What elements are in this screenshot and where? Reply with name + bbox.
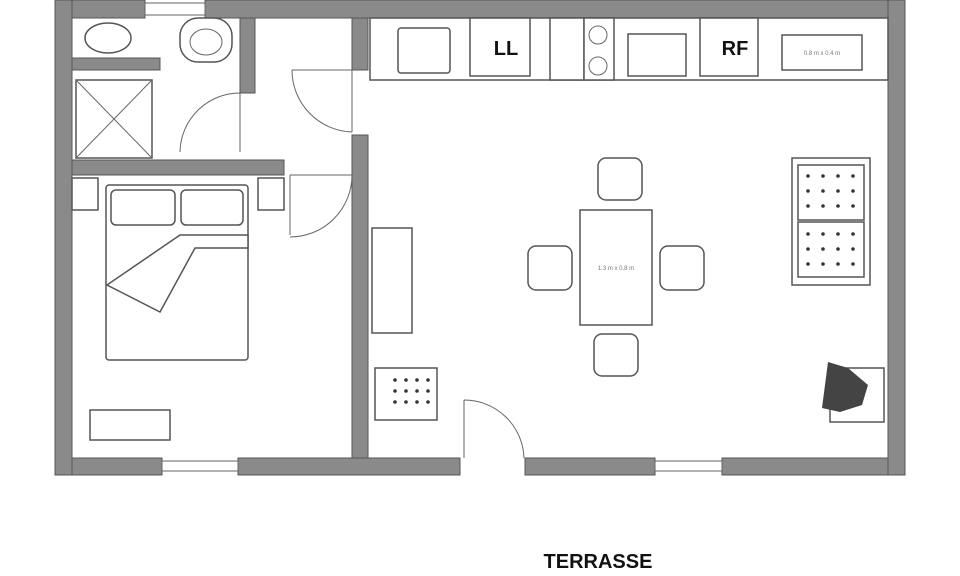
cushion-tuft (836, 174, 840, 178)
pillow (180, 189, 244, 226)
washer-label: LL (494, 38, 518, 60)
washer (469, 17, 531, 77)
cushion-tuft (851, 232, 855, 236)
dining-table (579, 209, 653, 326)
cushion-tuft (404, 400, 408, 404)
sink-icon (397, 27, 451, 74)
cushion-tuft (821, 204, 825, 208)
cushion-tuft (836, 232, 840, 236)
toilet-icon (84, 22, 132, 54)
cushion-tuft (806, 204, 810, 208)
fridge-label: RF (722, 38, 749, 60)
cushion-tuft (806, 232, 810, 236)
cushion-tuft (806, 247, 810, 251)
cushion-tuft (836, 262, 840, 266)
armchair (374, 367, 438, 421)
cushion-tuft (851, 174, 855, 178)
chair (593, 333, 639, 377)
cushion-tuft (393, 378, 397, 382)
cushion-tuft (851, 247, 855, 251)
cushion-tuft (851, 262, 855, 266)
bathroom (71, 17, 233, 159)
cushion-tuft (426, 378, 430, 382)
cushion-tuft (426, 400, 430, 404)
doors (179, 69, 525, 459)
cushion-tuft (821, 174, 825, 178)
cushion-tuft (851, 204, 855, 208)
cushion-tuft (806, 174, 810, 178)
cushion-tuft (415, 378, 419, 382)
cushion-tuft (404, 378, 408, 382)
cushion-tuft (415, 389, 419, 393)
cushion-tuft (821, 189, 825, 193)
bedroom (71, 177, 285, 441)
cushion-tuft (836, 189, 840, 193)
fridge (699, 17, 759, 77)
cushion-tuft (393, 400, 397, 404)
bench (89, 409, 171, 441)
counter (781, 34, 863, 71)
cushion-tuft (821, 247, 825, 251)
sink-icon (179, 17, 233, 63)
cushion-tuft (393, 389, 397, 393)
cushion-tuft (821, 232, 825, 236)
lounge-chair (822, 362, 868, 412)
cushion-tuft (821, 262, 825, 266)
cushion-tuft (851, 189, 855, 193)
cushion-tuft (806, 189, 810, 193)
cushion-tuft (426, 389, 430, 393)
windows (144, 2, 723, 472)
cushion-tuft (836, 247, 840, 251)
microwave (627, 33, 687, 77)
pillow (110, 189, 176, 226)
cushion-tuft (415, 400, 419, 404)
living-area: 1.3 m x 0.8 m (371, 157, 885, 423)
counter-dimension: 0.8 m x 0.4 m (804, 51, 840, 57)
cushion-tuft (404, 389, 408, 393)
cushion-tuft (836, 204, 840, 208)
stove-icon (583, 17, 615, 81)
chair (597, 157, 643, 201)
chair (527, 245, 573, 291)
cushion-tuft (806, 262, 810, 266)
kitchen: LL RF 0.8 m x 0.4 m (369, 17, 889, 81)
sideboard (371, 227, 413, 334)
table-dimension: 1.3 m x 0.8 m (598, 266, 634, 272)
chair (659, 245, 705, 291)
terrace-label: TERRASSE (544, 551, 653, 573)
